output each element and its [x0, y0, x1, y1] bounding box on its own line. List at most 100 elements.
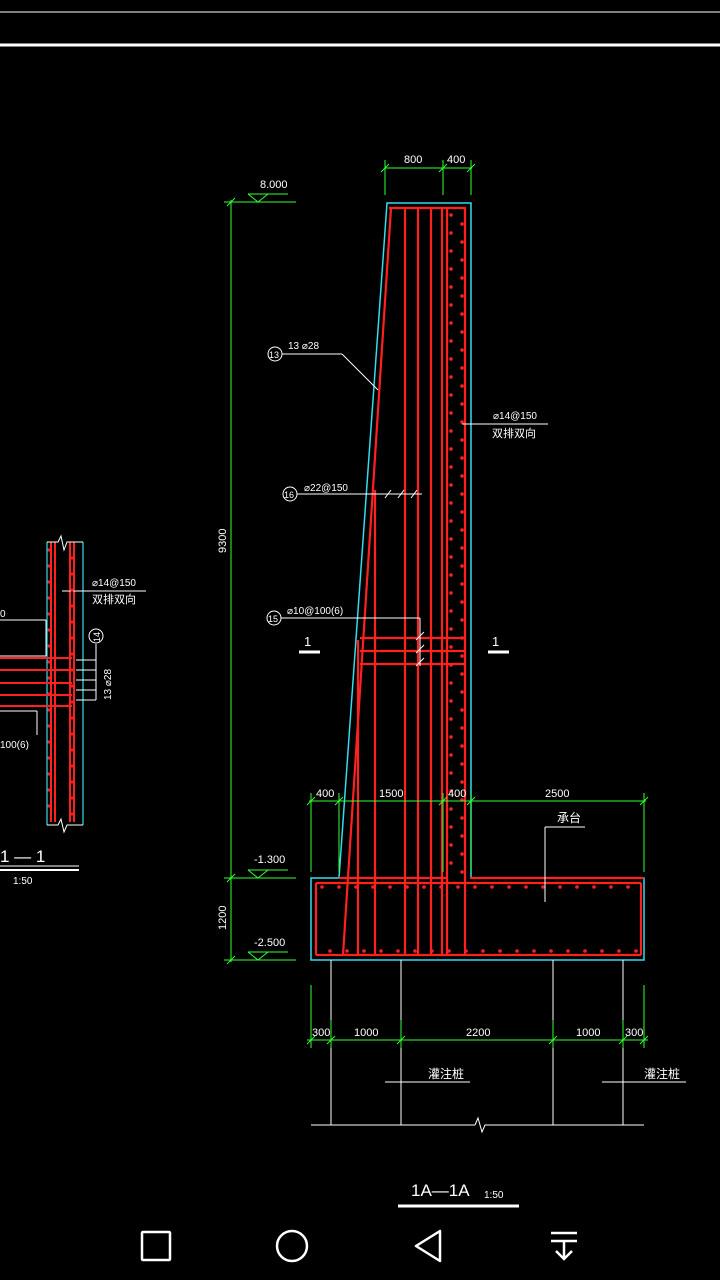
rebar-dot — [449, 483, 453, 487]
cad-drawing[interactable]: 800 400 8.000 -1.300 -2.500 9300 1200 — [0, 0, 720, 1210]
rebar-dot — [460, 546, 464, 550]
rebar-dot — [460, 528, 464, 532]
rebar-dot — [460, 600, 464, 604]
rebar-dot — [70, 796, 74, 800]
rebar-dot — [566, 949, 570, 953]
rebar-dot — [626, 885, 630, 889]
rebar-dot — [609, 885, 613, 889]
rebar-dot — [447, 949, 451, 953]
rebar-dot — [70, 604, 74, 608]
rebar-dot — [460, 348, 464, 352]
rebar-dot — [449, 591, 453, 595]
rebar-dot — [575, 885, 579, 889]
left-detail: ⌀14@150 双排双向 14 13 ⌀28 0 100(6) 1 — 1 1:… — [0, 534, 146, 887]
rebar-dot — [388, 885, 392, 889]
rebar-dot — [464, 949, 468, 953]
rebar-dot — [558, 885, 562, 889]
pile-dim-300a: 300 — [312, 1027, 330, 1039]
pile-dimension — [306, 985, 649, 1048]
rebar-dot — [47, 804, 51, 808]
rebar-dot — [449, 393, 453, 397]
rebar-dot — [362, 949, 366, 953]
rebar-dot — [47, 660, 51, 664]
callout-15 — [266, 610, 425, 667]
rebar-dot — [515, 949, 519, 953]
left-bars-text: 13 ⌀28 — [103, 669, 114, 700]
pile-dim-300b: 300 — [625, 1027, 643, 1039]
back-button[interactable] — [402, 1224, 454, 1268]
top-dim-400: 400 — [447, 154, 465, 166]
rebar-dot — [460, 240, 464, 244]
rebar-dot — [371, 885, 375, 889]
pile-dim-1000b: 1000 — [576, 1027, 600, 1039]
rebar-dot — [47, 580, 51, 584]
rebar-dot — [354, 885, 358, 889]
rebar-dot — [460, 708, 464, 712]
rebar-dot — [460, 744, 464, 748]
left-scale: 1:50 — [13, 876, 33, 887]
rebar-dot — [449, 627, 453, 631]
rebar-dot — [473, 885, 477, 889]
rebar-dot — [634, 949, 638, 953]
rebar-dot — [47, 548, 51, 552]
rebar-dot — [47, 644, 51, 648]
rebar-dot — [460, 402, 464, 406]
left-partial-bottom: 100(6) — [0, 740, 29, 751]
rebar-dot — [70, 556, 74, 560]
callout-13-text: 13 ⌀28 — [288, 341, 319, 352]
pile-label-left: 灌注桩 — [428, 1066, 464, 1081]
right-rebar-text: ⌀14@150 — [493, 411, 537, 422]
notification-pull-button[interactable] — [538, 1224, 590, 1268]
callout-13 — [267, 346, 379, 391]
rebar-dot — [449, 429, 453, 433]
rebar-dot — [460, 726, 464, 730]
rebar-dot — [47, 692, 51, 696]
rebar-dot — [449, 807, 453, 811]
callout-13-num: 13 — [269, 350, 279, 360]
rebar-dot — [449, 789, 453, 793]
base-dim-400b: 400 — [448, 788, 466, 800]
rebar-dot — [460, 636, 464, 640]
rebar-dot — [47, 772, 51, 776]
triangle-icon — [414, 1229, 442, 1263]
rebar-dot — [456, 885, 460, 889]
rebar-dot — [449, 339, 453, 343]
rebar-dot — [405, 885, 409, 889]
home-button[interactable] — [266, 1224, 318, 1268]
rebar-dot — [70, 588, 74, 592]
rebar-dot — [460, 690, 464, 694]
rebar-dot — [449, 645, 453, 649]
rebar-dot — [460, 492, 464, 496]
rebar-dot — [449, 357, 453, 361]
height-dim-1200: 1200 — [217, 906, 229, 930]
elevation-bottom: -2.500 — [254, 937, 285, 949]
recents-button[interactable] — [130, 1224, 182, 1268]
rebar-dot — [460, 510, 464, 514]
section-mark-left: 1 — [304, 634, 311, 649]
rebar-dot — [449, 321, 453, 325]
left-partial-top: 0 — [0, 609, 6, 620]
callout-16-text: ⌀22@150 — [304, 483, 348, 494]
left-callout-num: 14 — [92, 632, 102, 642]
rebar-dot — [379, 949, 383, 953]
rebar-dot — [460, 672, 464, 676]
rebar-dot — [449, 213, 453, 217]
base-dim-400a: 400 — [316, 788, 334, 800]
wall-outline — [310, 202, 645, 961]
rebar-dot — [449, 861, 453, 865]
rebar-dot — [460, 456, 464, 460]
rebar-dot — [430, 949, 434, 953]
rebar-dot — [47, 628, 51, 632]
rebar-dot — [460, 420, 464, 424]
rebar-dot — [460, 276, 464, 280]
rebar-dot — [449, 231, 453, 235]
base-dimension — [306, 793, 649, 872]
rebar-dot — [524, 885, 528, 889]
height-dimension — [224, 193, 296, 965]
rebar-dot — [47, 564, 51, 568]
top-dimension — [380, 160, 476, 195]
rebar-dot — [481, 949, 485, 953]
rebar-dot — [70, 732, 74, 736]
cap-label: 承台 — [557, 810, 581, 825]
rebar-dot — [449, 501, 453, 505]
